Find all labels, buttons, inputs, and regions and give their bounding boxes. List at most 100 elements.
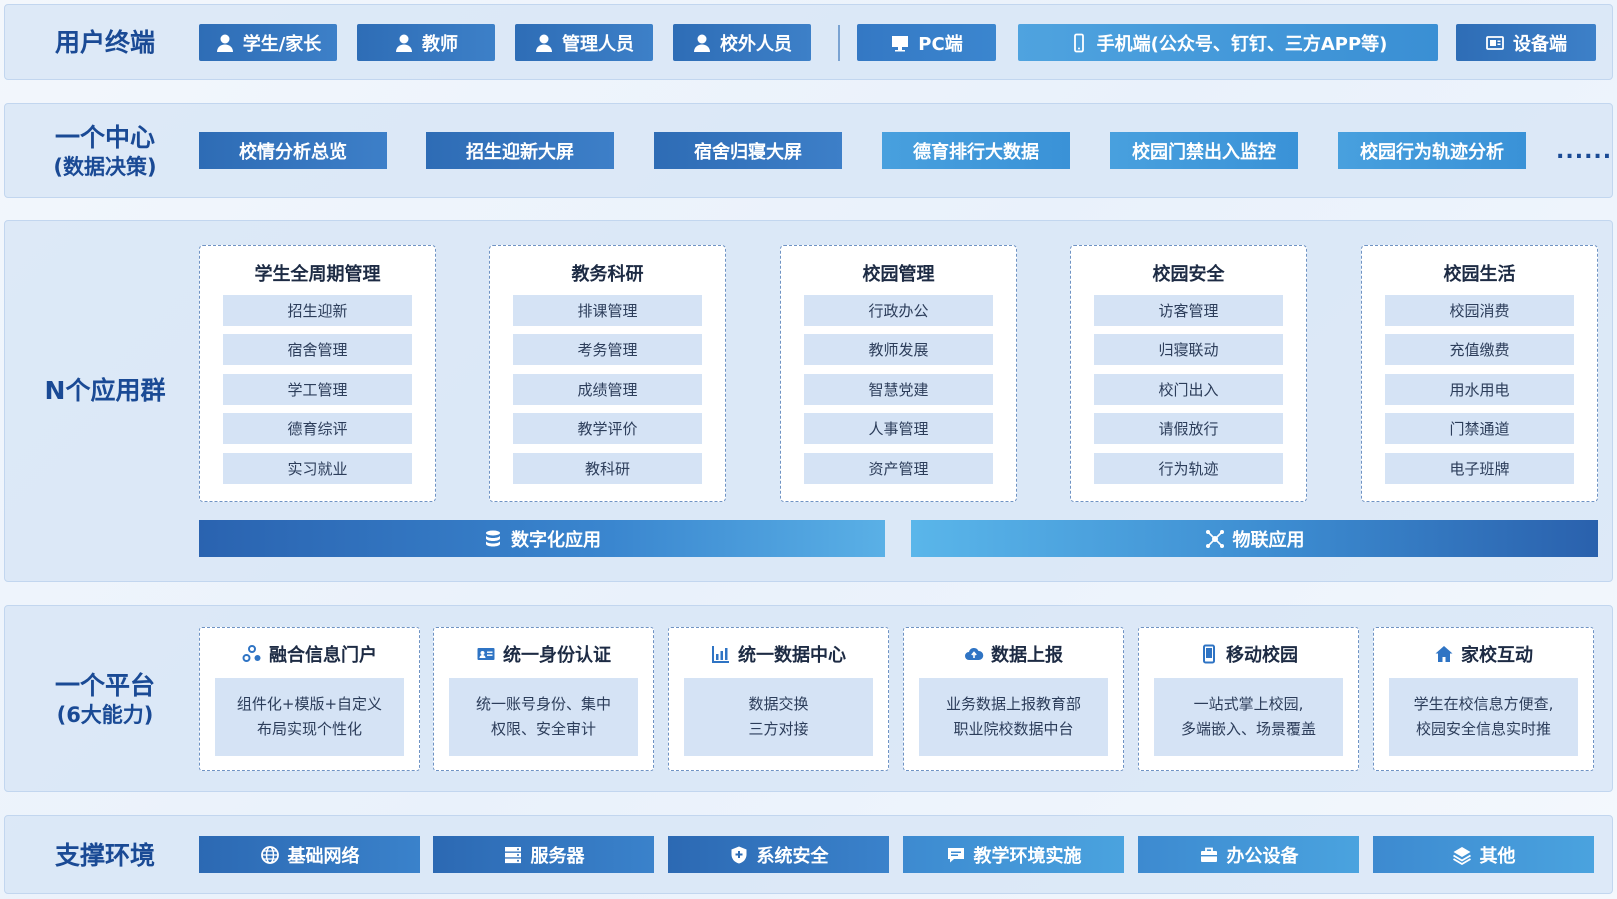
app-item[interactable]: 资产管理 xyxy=(804,453,993,484)
app-item[interactable]: 实习就业 xyxy=(223,453,412,484)
terminal-pc[interactable]: PC端 xyxy=(857,24,996,61)
app-item[interactable]: 宿舍管理 xyxy=(223,334,412,365)
layer-platform: 一个平台 (6大能力) 融合信息门户 组件化+模版+自定义 布局实现个性化 统一… xyxy=(4,605,1613,792)
capability-desc: 学生在校信息方便查, 校园安全信息实时推 xyxy=(1389,678,1578,756)
layer-subtitle: (6大能力) xyxy=(56,702,154,727)
digital-apps-bar[interactable]: 数字化应用 xyxy=(199,520,885,557)
support-label: 其他 xyxy=(1479,845,1516,867)
capability-title: 融合信息门户 xyxy=(200,641,419,667)
app-item[interactable]: 充值缴费 xyxy=(1385,334,1574,365)
phone-icon xyxy=(1069,33,1089,53)
support-teaching-env[interactable]: 教学环境实施 xyxy=(903,836,1124,873)
app-group-title: 校园生活 xyxy=(1443,264,1516,285)
support-server[interactable]: 服务器 xyxy=(433,836,654,873)
capability-title: 统一身份认证 xyxy=(434,641,653,667)
app-item[interactable]: 招生迎新 xyxy=(223,295,412,326)
terminal-student-parent[interactable]: 学生/家长 xyxy=(199,24,337,61)
app-item[interactable]: 用水用电 xyxy=(1385,374,1574,405)
app-item[interactable]: 考务管理 xyxy=(513,334,702,365)
app-item[interactable]: 电子班牌 xyxy=(1385,453,1574,484)
app-item[interactable]: 德育综评 xyxy=(223,413,412,444)
center-item-enrollment[interactable]: 招生迎新大屏 xyxy=(426,132,614,169)
iot-apps-bar[interactable]: 物联应用 xyxy=(911,520,1598,557)
support-label: 基础网络 xyxy=(287,845,360,867)
capability-desc: 数据交换 三方对接 xyxy=(684,678,873,756)
portal-icon xyxy=(242,644,262,664)
divider xyxy=(838,25,840,61)
capability-desc-line: 三方对接 xyxy=(748,720,809,738)
app-item[interactable]: 访客管理 xyxy=(1094,295,1283,326)
support-label: 办公设备 xyxy=(1226,845,1299,867)
home-icon xyxy=(1434,644,1454,664)
cloud-upload-icon xyxy=(964,644,984,664)
app-item[interactable]: 行政办公 xyxy=(804,295,993,326)
center-item-label: 宿舍归寝大屏 xyxy=(694,141,802,163)
app-group-campus-mgmt: 校园管理 行政办公 教师发展 智慧党建 人事管理 资产管理 xyxy=(780,245,1017,502)
center-item-gate[interactable]: 校园门禁出入监控 xyxy=(1110,132,1298,169)
support-other[interactable]: 其他 xyxy=(1373,836,1594,873)
capability-data-center[interactable]: 统一数据中心 数据交换 三方对接 xyxy=(668,627,889,771)
layer-title: N个应用群 xyxy=(5,221,205,561)
center-item-label: 校园行为轨迹分析 xyxy=(1360,141,1504,163)
capability-title-text: 融合信息门户 xyxy=(269,645,377,666)
terminal-admin[interactable]: 管理人员 xyxy=(515,24,653,61)
app-item[interactable]: 智慧党建 xyxy=(804,374,993,405)
center-item-overview[interactable]: 校情分析总览 xyxy=(199,132,387,169)
capability-home-school[interactable]: 家校互动 学生在校信息方便查, 校园安全信息实时推 xyxy=(1373,627,1594,771)
database-icon xyxy=(483,529,503,549)
app-item[interactable]: 行为轨迹 xyxy=(1094,453,1283,484)
capability-desc: 业务数据上报教育部 职业院校数据中台 xyxy=(919,678,1108,756)
terminal-label: 校外人员 xyxy=(720,33,792,55)
app-item[interactable]: 门禁通道 xyxy=(1385,413,1574,444)
center-item-label: 校园门禁出入监控 xyxy=(1132,141,1276,163)
app-group-title: 学生全周期管理 xyxy=(254,264,381,285)
user-icon xyxy=(394,33,414,53)
app-item[interactable]: 学工管理 xyxy=(223,374,412,405)
app-item[interactable]: 请假放行 xyxy=(1094,413,1283,444)
capability-title-text: 家校互动 xyxy=(1461,645,1533,666)
terminal-label: 管理人员 xyxy=(562,33,634,55)
capability-identity[interactable]: 统一身份认证 统一账号身份、集中 权限、安全审计 xyxy=(433,627,654,771)
layer-title-text: 支撑环境 xyxy=(54,840,155,870)
digital-apps-label: 数字化应用 xyxy=(511,529,601,551)
capability-title: 统一数据中心 xyxy=(669,641,888,667)
terminal-teacher[interactable]: 教师 xyxy=(357,24,495,61)
capability-data-report[interactable]: 数据上报 业务数据上报教育部 职业院校数据中台 xyxy=(903,627,1124,771)
capability-desc: 组件化+模版+自定义 布局实现个性化 xyxy=(215,678,404,756)
terminal-visitor[interactable]: 校外人员 xyxy=(673,24,811,61)
layer-user-terminals: 用户终端 学生/家长 教师 管理人员 校外人员 PC端 手机端(公众号、钉钉、三… xyxy=(4,4,1613,80)
briefcase-icon xyxy=(1199,845,1219,865)
app-item[interactable]: 教科研 xyxy=(513,453,702,484)
support-office[interactable]: 办公设备 xyxy=(1138,836,1359,873)
center-item-trajectory[interactable]: 校园行为轨迹分析 xyxy=(1338,132,1526,169)
monitor-icon xyxy=(890,33,910,53)
server-icon xyxy=(503,845,523,865)
app-item[interactable]: 排课管理 xyxy=(513,295,702,326)
capability-mobile-campus[interactable]: 移动校园 一站式掌上校园, 多端嵌入、场景覆盖 xyxy=(1138,627,1359,771)
terminal-label: 设备端 xyxy=(1513,33,1567,55)
app-item[interactable]: 教学评价 xyxy=(513,413,702,444)
user-icon xyxy=(692,33,712,53)
terminal-mobile[interactable]: 手机端(公众号、钉钉、三方APP等) xyxy=(1018,24,1438,61)
center-item-moral[interactable]: 德育排行大数据 xyxy=(882,132,1070,169)
center-item-label: 招生迎新大屏 xyxy=(466,141,574,163)
capability-portal[interactable]: 融合信息门户 组件化+模版+自定义 布局实现个性化 xyxy=(199,627,420,771)
app-item[interactable]: 成绩管理 xyxy=(513,374,702,405)
capability-desc-line: 学生在校信息方便查, xyxy=(1413,695,1554,713)
app-item[interactable]: 校门出入 xyxy=(1094,374,1283,405)
capability-desc-line: 职业院校数据中台 xyxy=(953,720,1074,738)
support-label: 系统安全 xyxy=(756,845,829,867)
capability-desc: 一站式掌上校园, 多端嵌入、场景覆盖 xyxy=(1154,678,1343,756)
device-icon xyxy=(1485,33,1505,53)
support-network[interactable]: 基础网络 xyxy=(199,836,420,873)
capability-desc-line: 组件化+模版+自定义 xyxy=(236,695,383,713)
support-security[interactable]: 系统安全 xyxy=(668,836,889,873)
app-item[interactable]: 人事管理 xyxy=(804,413,993,444)
capability-desc-line: 统一账号身份、集中 xyxy=(475,695,611,713)
app-item[interactable]: 教师发展 xyxy=(804,334,993,365)
app-item[interactable]: 校园消费 xyxy=(1385,295,1574,326)
layer-title-text: 一个中心 xyxy=(54,122,155,152)
app-item[interactable]: 归寝联动 xyxy=(1094,334,1283,365)
center-item-dorm[interactable]: 宿舍归寝大屏 xyxy=(654,132,842,169)
terminal-device[interactable]: 设备端 xyxy=(1456,24,1596,61)
